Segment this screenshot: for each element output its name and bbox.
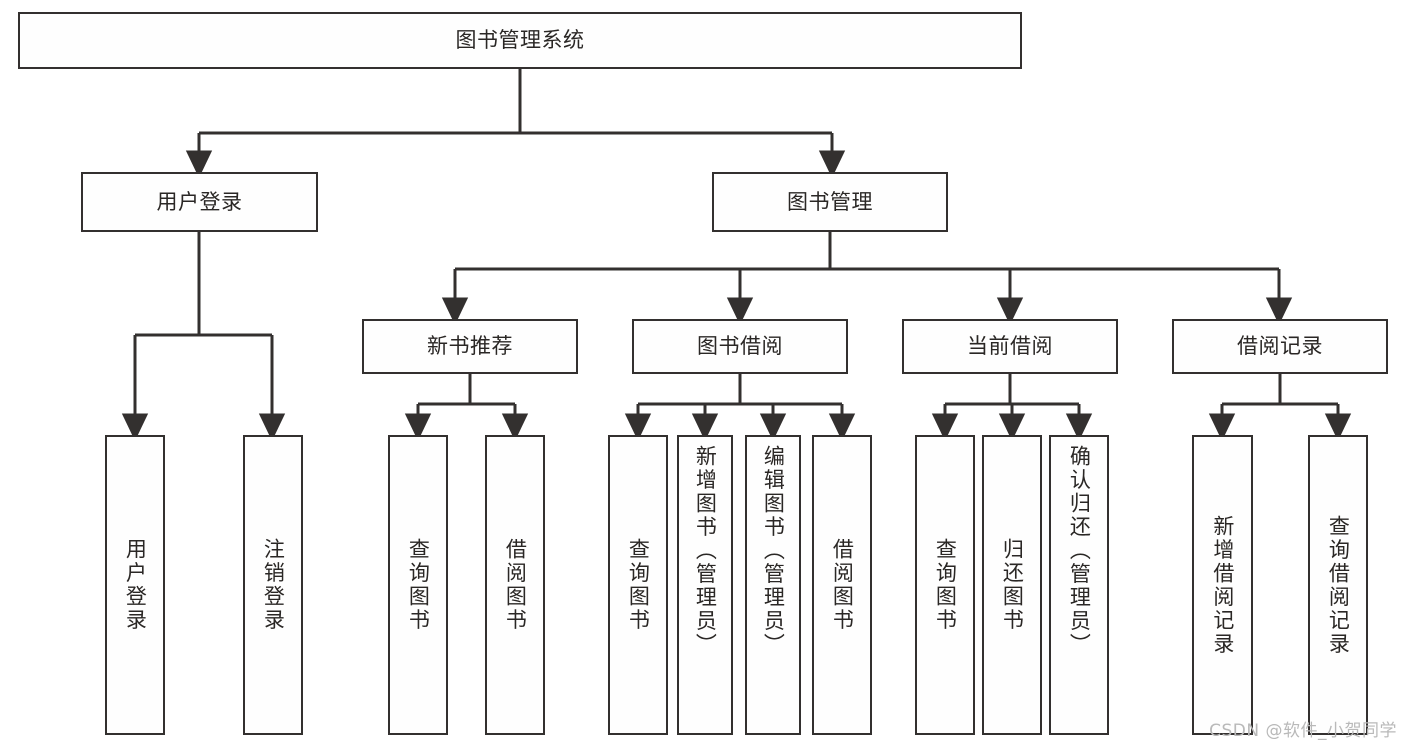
node-book-borrow[interactable]: 图书借阅 [632, 319, 848, 374]
node-leaf-return-book-label: 归还图书 [1000, 538, 1025, 632]
node-new-book-rec-label: 新书推荐 [427, 334, 513, 359]
node-user-login[interactable]: 用户登录 [81, 172, 318, 232]
node-leaf-query-record[interactable]: 查询借阅记录 [1308, 435, 1368, 735]
node-leaf-borrow-book-label: 借阅图书 [830, 538, 855, 632]
node-leaf-query-book-label: 查询图书 [626, 538, 651, 632]
node-root[interactable]: 图书管理系统 [18, 12, 1022, 69]
node-new-book-rec[interactable]: 新书推荐 [362, 319, 578, 374]
node-borrow-record-label: 借阅记录 [1237, 334, 1323, 359]
node-leaf-confirm-return-label: 确认归还（管理员） [1067, 445, 1092, 657]
node-leaf-borrow-book-rec[interactable]: 借阅图书 [485, 435, 545, 735]
node-leaf-edit-book[interactable]: 编辑图书（管理员） [745, 435, 801, 735]
node-leaf-return-book[interactable]: 归还图书 [982, 435, 1042, 735]
node-leaf-query-book-rec-label: 查询图书 [406, 538, 431, 632]
node-current-borrow-label: 当前借阅 [967, 334, 1053, 359]
node-leaf-borrow-book[interactable]: 借阅图书 [812, 435, 872, 735]
node-leaf-query-book-rec[interactable]: 查询图书 [388, 435, 448, 735]
node-root-label: 图书管理系统 [455, 28, 585, 53]
node-borrow-record[interactable]: 借阅记录 [1172, 319, 1388, 374]
node-leaf-add-book[interactable]: 新增图书（管理员） [677, 435, 733, 735]
node-leaf-edit-book-label: 编辑图书（管理员） [761, 445, 786, 657]
node-book-borrow-label: 图书借阅 [697, 334, 783, 359]
node-leaf-logout-label: 注销登录 [261, 538, 286, 632]
node-leaf-query-book[interactable]: 查询图书 [608, 435, 668, 735]
node-leaf-logout[interactable]: 注销登录 [243, 435, 303, 735]
node-leaf-borrow-book-rec-label: 借阅图书 [503, 538, 528, 632]
node-leaf-query-book-cur[interactable]: 查询图书 [915, 435, 975, 735]
watermark-text: CSDN @软件_小贺同学 [1209, 721, 1397, 741]
node-leaf-add-record-label: 新增借阅记录 [1210, 514, 1235, 656]
node-book-manage-label: 图书管理 [787, 189, 873, 214]
node-book-manage[interactable]: 图书管理 [712, 172, 948, 232]
node-leaf-confirm-return[interactable]: 确认归还（管理员） [1049, 435, 1109, 735]
node-leaf-user-login-label: 用户登录 [123, 538, 148, 632]
node-leaf-query-book-cur-label: 查询图书 [933, 538, 958, 632]
node-current-borrow[interactable]: 当前借阅 [902, 319, 1118, 374]
node-leaf-user-login[interactable]: 用户登录 [105, 435, 165, 735]
node-leaf-add-record[interactable]: 新增借阅记录 [1192, 435, 1253, 735]
node-user-login-label: 用户登录 [156, 189, 243, 214]
node-leaf-add-book-label: 新增图书（管理员） [693, 445, 718, 657]
node-leaf-query-record-label: 查询借阅记录 [1326, 514, 1351, 656]
